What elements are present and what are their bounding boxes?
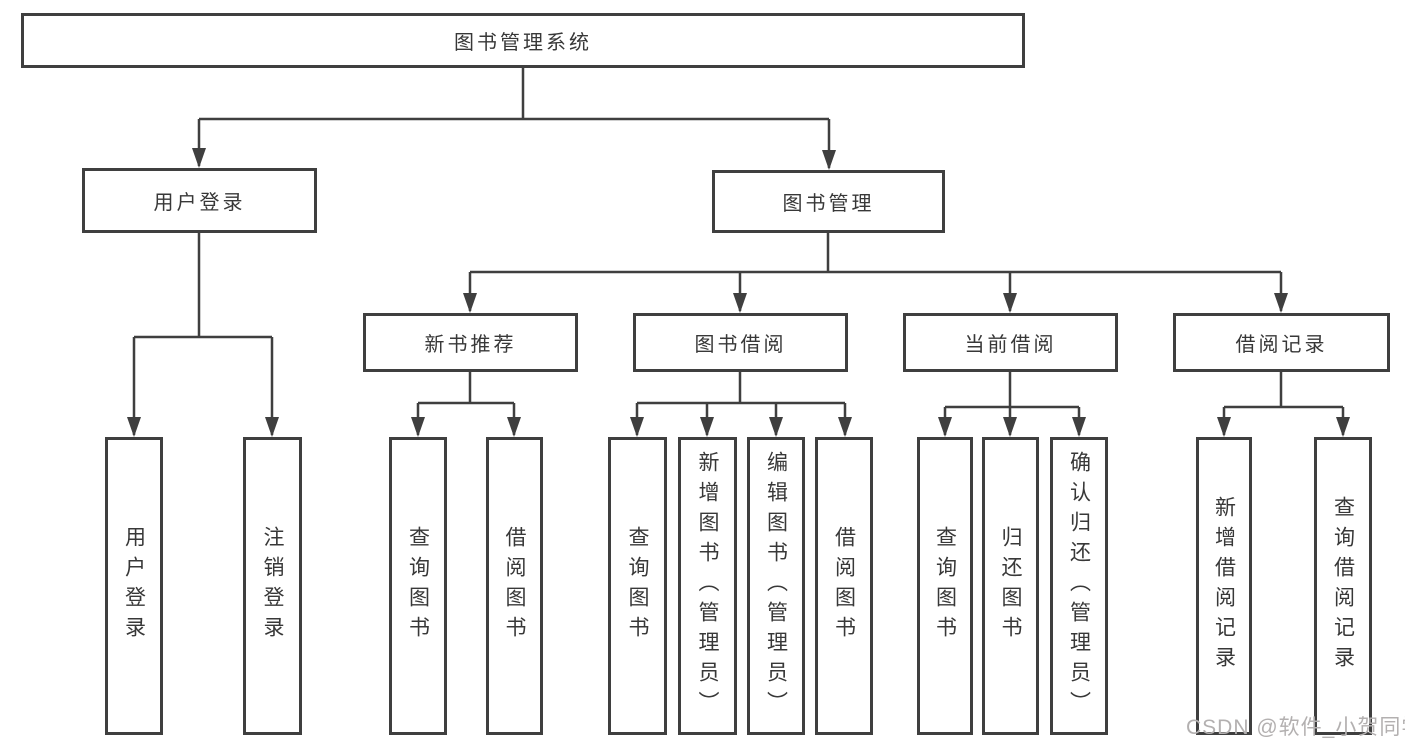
- leaf-logout-login: 注销登录: [243, 437, 302, 735]
- leaf-borrow-query-books: 查询图书: [608, 437, 667, 735]
- leaf-recommend-borrow-books: 借阅图书: [486, 437, 543, 735]
- node-book-borrow: 图书借阅: [633, 313, 848, 372]
- leaf-borrow-add-books-admin: 新增图书（管理员）: [678, 437, 737, 735]
- node-book-management: 图书管理: [712, 170, 945, 233]
- node-current-borrow: 当前借阅: [903, 313, 1118, 372]
- leaf-current-return-books: 归还图书: [982, 437, 1039, 735]
- leaf-borrow-borrow-books: 借阅图书: [815, 437, 873, 735]
- csdn-watermark: CSDN @软件_小贺同学: [1186, 716, 1405, 739]
- leaf-recommend-query-books: 查询图书: [389, 437, 447, 735]
- leaf-records-query-record: 查询借阅记录: [1314, 437, 1372, 735]
- root-node: 图书管理系统: [21, 13, 1025, 68]
- leaf-current-query-books: 查询图书: [917, 437, 973, 735]
- leaf-user-login: 用户登录: [105, 437, 163, 735]
- leaf-current-confirm-return-admin: 确认归还（管理员）: [1050, 437, 1108, 735]
- node-new-book-recommend: 新书推荐: [363, 313, 578, 372]
- node-borrow-records: 借阅记录: [1173, 313, 1390, 372]
- leaf-records-add-record: 新增借阅记录: [1196, 437, 1252, 735]
- leaf-borrow-edit-books-admin: 编辑图书（管理员）: [747, 437, 805, 735]
- node-user-login: 用户登录: [82, 168, 317, 233]
